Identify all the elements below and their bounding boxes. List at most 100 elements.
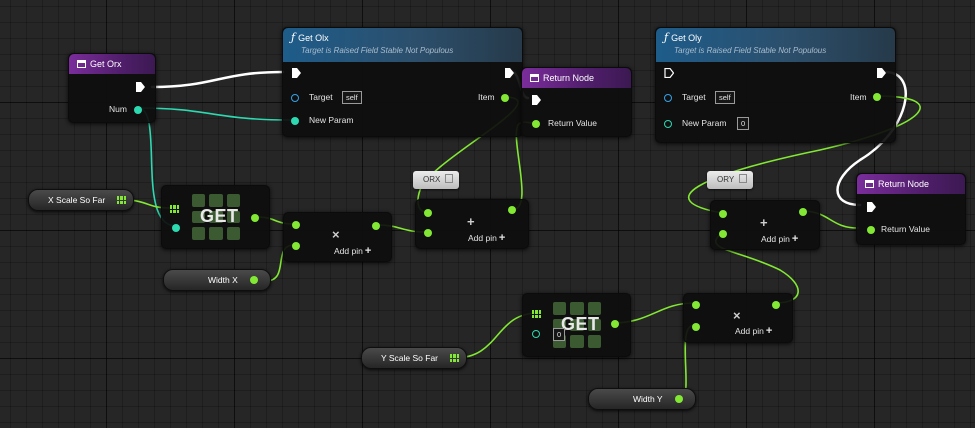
x-scale-so-far-variable[interactable]: X Scale So Far	[28, 189, 134, 211]
return-value-pin[interactable]	[867, 226, 875, 234]
item-pin[interactable]	[873, 93, 881, 101]
get-orx-node[interactable]: Get Orx Num	[68, 53, 156, 123]
return-value-pin[interactable]	[532, 120, 540, 128]
multiply-node-2[interactable]: × Add pin+	[683, 293, 793, 343]
orx-comment-text: ORX	[423, 175, 441, 184]
get-label: GET	[200, 206, 239, 226]
get-label: GET	[561, 314, 600, 334]
return-node-2[interactable]: Return Node Return Value	[856, 173, 966, 245]
y-scale-so-far-label: Y Scale So Far	[381, 353, 439, 363]
exec-out-pin[interactable]	[876, 68, 886, 78]
target-label: Target	[309, 92, 333, 102]
get-orx-title: Get Orx	[90, 59, 122, 69]
wire-item2-add2	[687, 95, 921, 214]
new-param-pin[interactable]	[291, 117, 299, 125]
input-a-pin[interactable]	[692, 301, 700, 309]
item-label: Item	[478, 92, 495, 102]
add-pin-button[interactable]: Add pin+	[334, 245, 372, 257]
return-node-1[interactable]: Return Node Return Value	[521, 67, 632, 137]
get-out-pin[interactable]	[611, 320, 619, 328]
add-icon: +	[765, 325, 773, 337]
return-node-2-header[interactable]: Return Node	[857, 174, 965, 194]
get-out-pin[interactable]	[251, 214, 259, 222]
width-y-pin[interactable]	[675, 395, 683, 403]
ory-comment-bubble[interactable]: ORY	[707, 171, 754, 189]
return-node-icon	[530, 74, 539, 82]
new-param-pin[interactable]	[664, 120, 672, 128]
input-b-pin[interactable]	[692, 323, 700, 331]
array-in-pin[interactable]	[170, 205, 179, 213]
exec-in-pin[interactable]	[531, 95, 541, 105]
item-label: Item	[850, 92, 867, 102]
exec-out-pin[interactable]	[504, 68, 514, 78]
return-node-icon	[865, 180, 874, 188]
array-get-node-1[interactable]: GET	[161, 185, 270, 249]
exec-in-pin[interactable]	[866, 202, 876, 212]
target-pin[interactable]	[664, 94, 672, 102]
exec-in-pin[interactable]	[291, 68, 301, 78]
array-get-node-2[interactable]: GET 0	[522, 293, 631, 357]
new-param-value-field[interactable]: 0	[737, 117, 750, 130]
index-pin[interactable]	[172, 224, 180, 232]
width-x-variable[interactable]: Width X	[163, 269, 271, 291]
x-scale-so-far-label: X Scale So Far	[48, 195, 106, 205]
add-node-2[interactable]: + Add pin+	[710, 200, 820, 250]
width-x-label: Width X	[208, 275, 238, 285]
add-icon: +	[791, 233, 799, 245]
array-in-pin[interactable]	[532, 310, 541, 318]
target-self-field[interactable]: self	[715, 91, 735, 104]
input-b-pin[interactable]	[719, 230, 727, 238]
return-node-1-header[interactable]: Return Node	[522, 68, 631, 88]
array-grid-icon	[192, 194, 240, 240]
index-value-field[interactable]: 0	[553, 328, 566, 341]
exec-wire-orx-olx	[150, 70, 285, 89]
output-pin[interactable]	[799, 208, 807, 216]
multiply-symbol: ×	[332, 227, 340, 242]
index-pin[interactable]	[532, 330, 540, 338]
output-pin[interactable]	[772, 301, 780, 309]
pure-function-icon	[77, 60, 86, 68]
target-self-field[interactable]: self	[342, 91, 362, 104]
exec-in-pin[interactable]	[664, 68, 674, 78]
add-pin-button[interactable]: Add pin+	[468, 232, 506, 244]
input-a-pin[interactable]	[424, 209, 432, 217]
multiply-node-1[interactable]: × Add pin+	[283, 212, 392, 262]
output-pin[interactable]	[372, 222, 380, 230]
get-olx-subtitle: Target is Raised Field Stable Not Populo…	[301, 46, 454, 55]
get-oly-subtitle: Target is Raised Field Stable Not Populo…	[674, 46, 827, 55]
get-olx-title: Get Olx	[298, 33, 329, 43]
y-scale-so-far-variable[interactable]: Y Scale So Far	[361, 347, 467, 369]
array-pin-icon[interactable]	[450, 354, 459, 362]
width-x-pin[interactable]	[250, 276, 258, 284]
array-pin-icon[interactable]	[117, 196, 126, 204]
add-pin-button[interactable]: Add pin+	[761, 233, 799, 245]
note-icon	[739, 174, 748, 183]
input-b-pin[interactable]	[292, 242, 300, 250]
note-icon	[445, 174, 454, 183]
input-a-pin[interactable]	[719, 210, 727, 218]
target-label: Target	[682, 92, 706, 102]
get-orx-header[interactable]: Get Orx	[69, 54, 155, 74]
width-y-variable[interactable]: Width Y	[588, 388, 696, 410]
new-param-label: New Param	[682, 118, 727, 128]
orx-comment-bubble[interactable]: ORX	[413, 171, 460, 189]
ory-comment-text: ORY	[717, 175, 735, 184]
input-b-pin[interactable]	[424, 229, 432, 237]
add-symbol: +	[760, 215, 768, 230]
add-node-1[interactable]: + Add pin+	[415, 199, 529, 249]
num-pin[interactable]	[134, 106, 142, 114]
target-pin[interactable]	[291, 94, 299, 102]
item-pin[interactable]	[501, 94, 509, 102]
return-value-label: Return Value	[548, 118, 597, 128]
width-y-label: Width Y	[633, 394, 663, 404]
input-a-pin[interactable]	[292, 221, 300, 229]
exec-out-pin[interactable]	[135, 82, 145, 92]
add-pin-button[interactable]: Add pin+	[735, 325, 773, 337]
get-oly-title: Get Oly	[671, 33, 702, 43]
output-pin[interactable]	[508, 206, 516, 214]
